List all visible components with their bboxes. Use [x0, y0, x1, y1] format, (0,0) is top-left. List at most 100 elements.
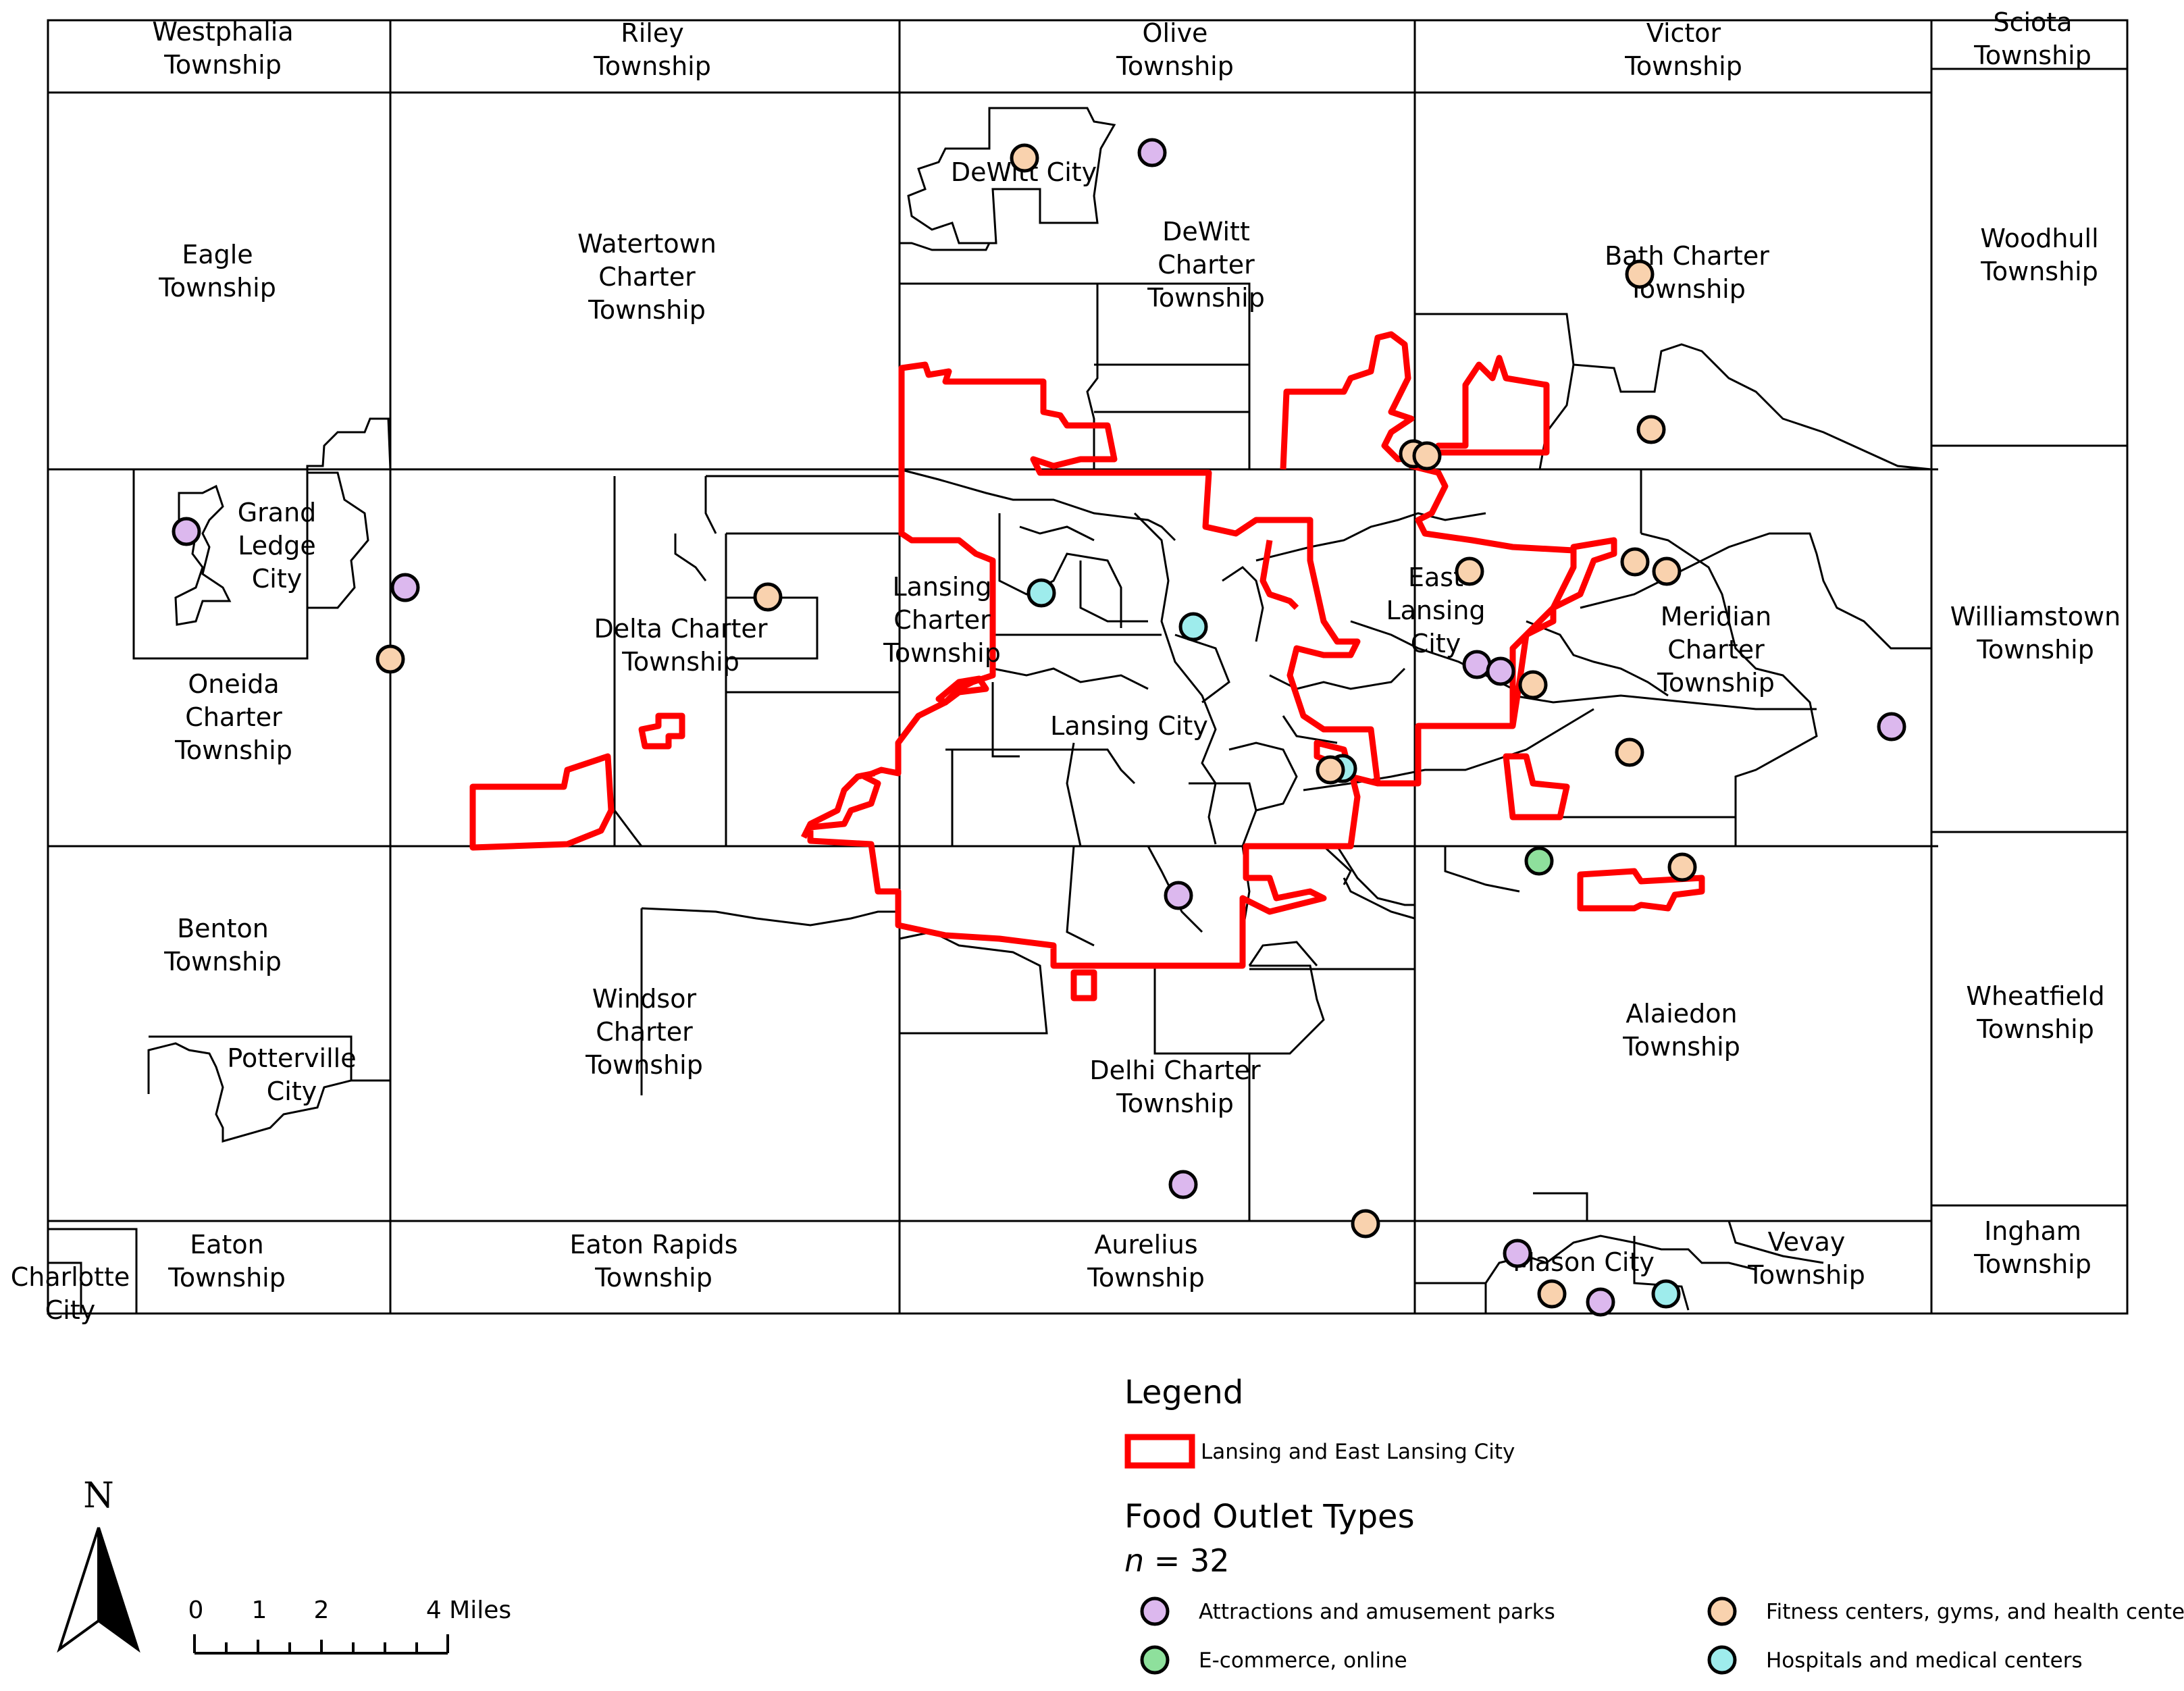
internal-boundary [1415, 313, 1932, 471]
label-line: Township [585, 1050, 703, 1080]
scale-bar-ticks [193, 1634, 449, 1653]
label-line: Township [883, 638, 1001, 668]
north-label: N [83, 1476, 114, 1516]
internal-boundary [998, 513, 1122, 628]
label-line: Olive [1143, 18, 1208, 48]
label-line: Township [174, 735, 292, 765]
outlet-marker-attractions [1137, 138, 1167, 167]
label-line: Ledge [238, 531, 316, 561]
label-line: Township [163, 50, 282, 80]
city-boundary [147, 1035, 353, 1143]
label-line: Township [1980, 257, 2098, 286]
internal-boundary [1174, 633, 1230, 704]
outlet-marker-fitness [1620, 547, 1650, 577]
outlet-marker-attractions [1503, 1239, 1532, 1268]
label-line: Potterville [227, 1043, 356, 1073]
food-outlet-types-title: Food Outlet Types [1124, 1498, 1415, 1536]
internal-boundary [991, 682, 1020, 758]
label-line: Eaton Rapids [569, 1230, 737, 1259]
label-line: Township [1747, 1260, 1865, 1290]
legend-swatch-fitness [1707, 1596, 1737, 1626]
internal-boundary [1282, 715, 1338, 744]
label-line: Township [163, 947, 282, 977]
legend-categories: Attractions and amusement parksE-commerc… [1140, 1596, 2184, 1675]
legend-label-hospitals: Hospitals and medical centers [1766, 1648, 2083, 1673]
internal-boundary [900, 282, 1251, 469]
lansing-boundary-part [800, 770, 875, 839]
label-line: Charlotte [11, 1262, 130, 1292]
internal-boundary [1086, 284, 1099, 469]
lansing-east-lansing-boundary [469, 331, 1705, 1001]
outlet-marker-attractions [1168, 1170, 1198, 1199]
internal-boundary [1066, 846, 1095, 947]
label-lansing-city: Lansing City [1050, 711, 1208, 741]
lansing-boundary-part [1280, 331, 1574, 554]
label-line: Alaiedon [1626, 999, 1737, 1029]
north-arrow-half-right [97, 1527, 140, 1653]
legend-title: Legend [1124, 1374, 1243, 1411]
city-boundary [48, 1228, 138, 1313]
city-boundary [1415, 1234, 1757, 1284]
scale-tick-label: 4 Miles [426, 1596, 511, 1624]
label-line: Township [167, 1263, 286, 1293]
internal-boundary [1153, 966, 1251, 1221]
label-line: Ingham [1984, 1216, 2081, 1246]
label-line: Charter [1158, 250, 1255, 280]
internal-boundary [1336, 846, 1415, 906]
label-line: Sciota [1993, 7, 2072, 37]
outlet-marker-hospitals [1178, 612, 1208, 642]
internal-boundary [899, 931, 1048, 1035]
label-line: Woodhull [1980, 224, 2098, 253]
internal-boundary [1066, 742, 1082, 847]
label-line: Charter [185, 702, 282, 732]
internal-boundary [992, 667, 1149, 690]
scale-tick-label: 2 [314, 1596, 330, 1624]
label-line: East [1408, 563, 1463, 592]
label-line: Lansing [892, 572, 991, 602]
outlet-marker-fitness [1537, 1279, 1567, 1309]
internal-boundary [1222, 566, 1264, 642]
lansing-boundary-part [935, 675, 989, 706]
legend-label-fitness: Fitness centers, gyms, and health center… [1766, 1600, 2184, 1624]
label-line: Delta Charter [594, 614, 768, 644]
internal-boundary [613, 810, 643, 847]
outlet-marker-fitness [1518, 670, 1548, 700]
north-arrow-half-left [57, 1527, 100, 1653]
label-line: Township [1087, 1263, 1205, 1293]
outlet-marker-fitness [1455, 556, 1484, 586]
outlet-marker-fitness [1667, 852, 1697, 882]
label-line: Riley [621, 18, 683, 48]
internal-boundary [1249, 964, 1325, 1055]
outlet-marker-ecommerce [1524, 846, 1554, 876]
lansing-boundary-part [1070, 969, 1097, 1001]
label-line: Windsor [592, 984, 697, 1014]
label-line: Watertown [577, 229, 717, 259]
internal-boundary [1444, 846, 1520, 893]
label-line: Westphalia [152, 17, 293, 47]
internal-boundary [1640, 532, 1818, 846]
north-arrow-icon: N [57, 1476, 140, 1653]
label-line: Benton [177, 914, 269, 943]
label-line: Vevay [1768, 1227, 1846, 1257]
outlet-marker-fitness [375, 644, 405, 674]
label-line: Township [593, 51, 711, 81]
label-line: Township [1976, 1014, 2094, 1044]
internal-boundary [674, 534, 707, 581]
label-line: Aurelius [1094, 1230, 1197, 1259]
